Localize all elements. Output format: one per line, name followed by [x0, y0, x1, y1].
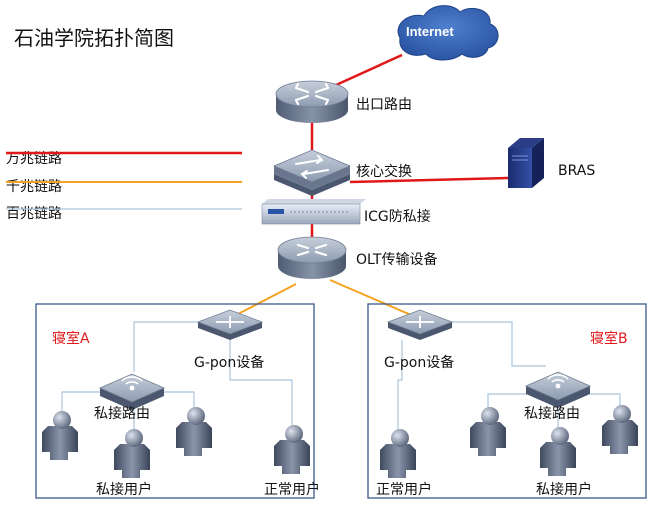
internet-cloud: Internet	[397, 5, 499, 61]
room-b-gpon-label: G-pon设备	[384, 354, 454, 371]
room-b-private-router-label: 私接路由	[524, 405, 580, 422]
room-b-normal-user-icon	[380, 429, 416, 478]
room-b-normal-user-label: 正常用户	[376, 481, 432, 498]
room-a-private-router-label: 私接路由	[94, 405, 150, 422]
room-a-frame	[35, 303, 315, 499]
room-b-private-router-icon	[525, 371, 591, 408]
link-internet-exit	[324, 53, 403, 92]
room-b-gpon-icon	[386, 309, 454, 340]
room-b-private-user-1-icon	[470, 407, 506, 456]
internet-label: Internet	[406, 24, 454, 39]
olt-icon	[277, 236, 347, 279]
link-b-router-user1	[487, 393, 528, 412]
diagram-title: 石油学院拓扑简图	[14, 26, 174, 50]
bras-label: BRAS	[558, 163, 595, 179]
room-a-private-user-3-icon	[176, 407, 212, 456]
bras-server-icon	[508, 138, 544, 188]
legend-10g-label: 万兆链路	[6, 151, 62, 167]
room-a-name: 寝室A	[52, 330, 90, 347]
room-b-private-user-2-icon	[540, 427, 576, 476]
room-a-gpon-label: G-pon设备	[194, 354, 264, 371]
exit-router-label: 出口路由	[356, 97, 412, 113]
room-a-gpon-icon	[196, 309, 264, 340]
core-switch-icon	[272, 149, 352, 196]
link-a-gpon-router	[133, 321, 200, 340]
exit-router-icon	[275, 80, 349, 123]
room-a-private-users-label: 私接用户	[96, 481, 152, 498]
link-core-bras	[349, 176, 509, 184]
link-a-gpon-normal	[229, 340, 293, 428]
link-olt-gpon-b	[329, 279, 419, 319]
icg-device-icon	[261, 199, 366, 225]
link-olt-gpon-a	[237, 283, 297, 315]
core-switch-label: 核心交换	[356, 163, 412, 180]
room-b-name: 寝室B	[590, 330, 628, 347]
room-b-frame	[367, 303, 647, 499]
link-a-router-user1	[61, 391, 102, 412]
legend-100m-label: 百兆链路	[6, 206, 62, 222]
room-b-private-user-3-icon	[602, 405, 638, 454]
room-a-normal-user-label: 正常用户	[264, 481, 320, 498]
link-b-gpon-normal	[397, 340, 403, 432]
link-b-gpon-router	[440, 321, 546, 367]
room-a-private-router-icon	[99, 373, 165, 410]
room-a-normal-user-icon	[274, 425, 310, 474]
room-a-private-user-1-icon	[42, 411, 78, 460]
icg-label: ICG防私接	[364, 208, 431, 225]
room-b-private-users-label: 私接用户	[536, 481, 592, 498]
olt-label: OLT传输设备	[356, 251, 437, 268]
legend: 万兆链路 千兆链路 百兆链路	[6, 151, 242, 222]
room-a-private-user-2-icon	[114, 429, 150, 478]
